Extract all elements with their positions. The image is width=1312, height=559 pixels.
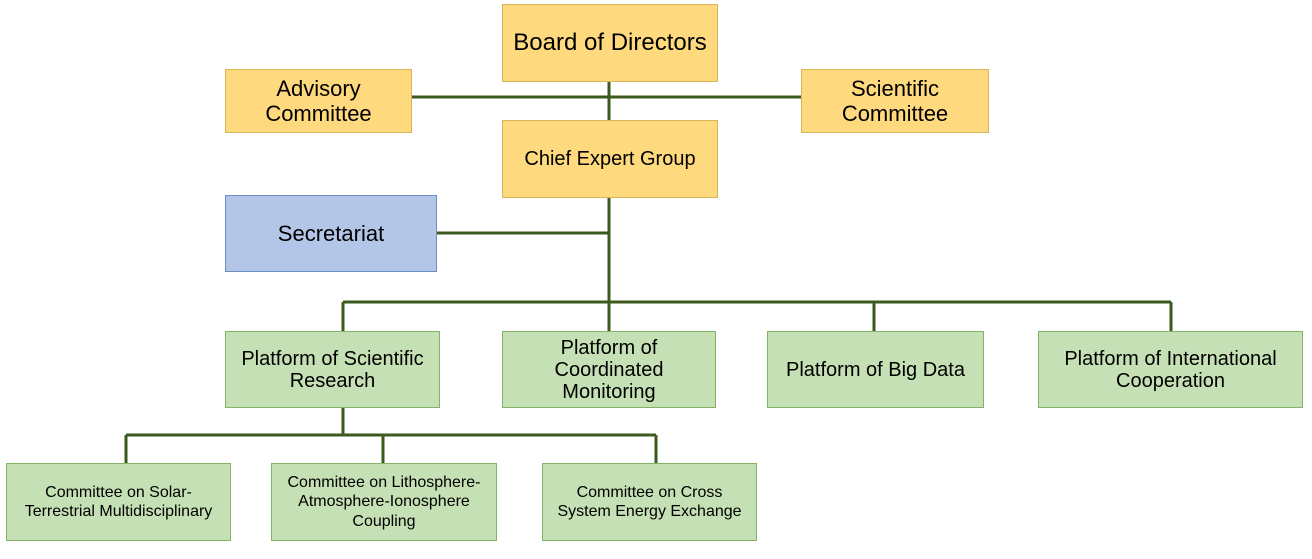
platform-scientific-research-box: Platform of Scientific Research [225, 331, 440, 408]
advisory-committee-label: Advisory Committee [265, 75, 372, 126]
platform-scientific-research-label: Platform of Scientific Research [241, 347, 424, 392]
committee-cross-system-energy-label: Committee on Cross System Energy Exchang… [557, 483, 742, 520]
committee-solar-terrestrial-label: Committee on Solar-Terrestrial Multidisc… [24, 483, 213, 520]
advisory-committee-box: Advisory Committee [225, 69, 412, 133]
platform-coordinated-monitoring-label: Platform of Coordinated Monitoring [554, 336, 664, 403]
committee-lithosphere-coupling-label: Committee on Lithosphere-Atmosphere-Iono… [287, 474, 481, 530]
scientific-committee-box: Scientific Committee [801, 69, 989, 133]
committee-solar-terrestrial-box: Committee on Solar-Terrestrial Multidisc… [6, 463, 231, 541]
platform-coordinated-monitoring-box: Platform of Coordinated Monitoring [502, 331, 716, 408]
platform-international-cooperation-label: Platform of International Cooperation [1064, 347, 1277, 392]
secretariat-label: Secretariat [277, 220, 385, 246]
platform-international-cooperation-box: Platform of International Cooperation [1038, 331, 1303, 408]
chief-expert-group-label: Chief Expert Group [524, 148, 696, 170]
platform-big-data-label: Platform of Big Data [786, 358, 965, 381]
secretariat-box: Secretariat [225, 195, 437, 272]
platform-big-data-box: Platform of Big Data [767, 331, 984, 408]
committee-cross-system-energy-box: Committee on Cross System Energy Exchang… [542, 463, 757, 541]
scientific-committee-label: Scientific Committee [841, 75, 949, 126]
chief-expert-group-box: Chief Expert Group [502, 120, 718, 198]
board-of-directors-label: Board of Directors [513, 29, 707, 57]
board-of-directors-box: Board of Directors [502, 4, 718, 82]
committee-lithosphere-coupling-box: Committee on Lithosphere-Atmosphere-Iono… [271, 463, 497, 541]
